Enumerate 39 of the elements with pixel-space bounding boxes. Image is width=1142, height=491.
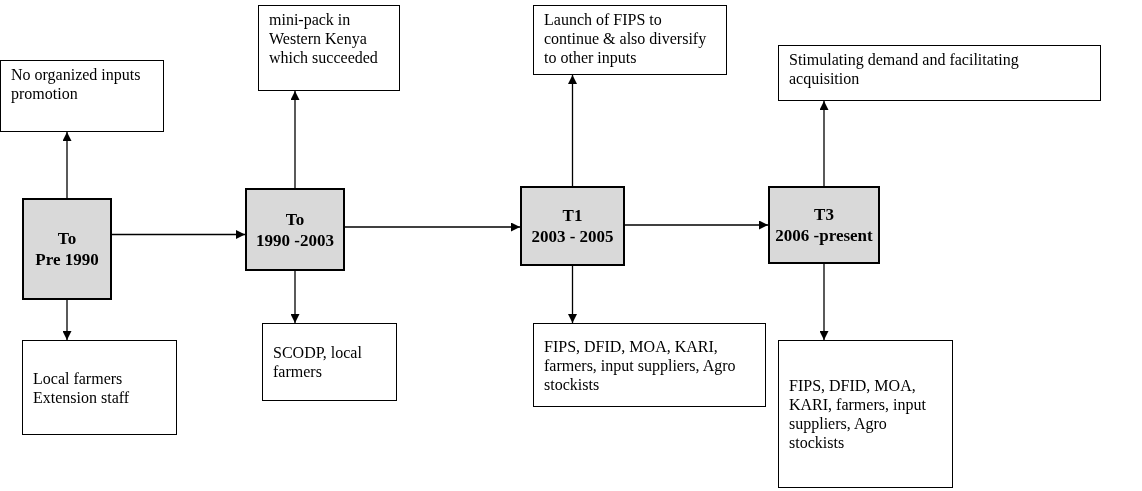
note-text: FIPS, DFID, MOA, KARI, farmers, input suppliers, Agro stockists <box>544 336 737 394</box>
stage-box <box>245 188 345 271</box>
period-label: 1990 -2003 <box>256 229 334 251</box>
arrow <box>624 220 769 230</box>
arrow <box>344 222 521 232</box>
note-text: SCODP, local farmers <box>273 343 363 381</box>
note-box <box>778 45 1101 101</box>
note-box <box>0 60 164 132</box>
arrow <box>819 100 829 187</box>
stage-box <box>768 186 880 264</box>
note-text: mini-pack in Western Kenya which succeeded <box>269 10 379 67</box>
stage-code: T1 <box>562 205 583 226</box>
note-box <box>262 323 397 401</box>
note-text: No organized inputs promotion <box>11 65 142 103</box>
stage-box <box>22 198 112 300</box>
note-text: Launch of FIPS to continue & also diversify to other inputs <box>544 10 708 67</box>
arrow <box>290 90 300 189</box>
arrow <box>62 299 72 341</box>
arrow <box>290 270 300 324</box>
stage-code: To <box>285 208 305 230</box>
note-box <box>778 340 953 488</box>
period-label: 2003 - 2005 <box>531 226 614 247</box>
arrow <box>111 230 246 239</box>
note-box <box>533 323 766 407</box>
note-box <box>258 5 400 91</box>
note-text: Stimulating demand and facilitating acquisition <box>789 50 1020 88</box>
period-label: Pre 1990 <box>35 249 99 270</box>
arrow <box>819 263 829 341</box>
arrow <box>568 74 577 187</box>
note-box <box>533 5 727 75</box>
arrow <box>568 265 577 324</box>
period-label: 2006 -present <box>775 225 873 246</box>
stage-code: T3 <box>814 204 834 225</box>
stage-box <box>520 186 625 266</box>
note-box <box>22 340 177 435</box>
note-text: Local farmers Extension staff <box>33 368 131 407</box>
stage-code: To <box>57 228 77 249</box>
arrow <box>62 131 72 199</box>
note-text: FIPS, DFID, MOA, KARI, farmers, input suppliers, Agro stockists <box>789 376 927 452</box>
